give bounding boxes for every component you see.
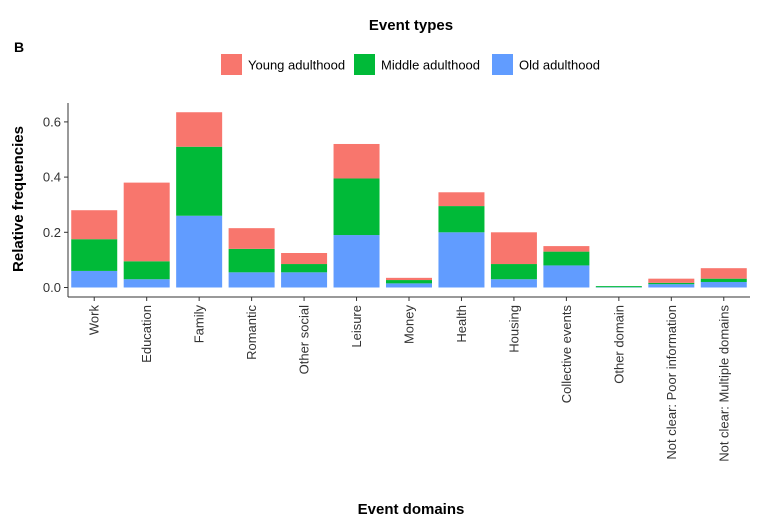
bar-old-adulthood-collective-events bbox=[543, 265, 590, 288]
legend-label: Old adulthood bbox=[519, 58, 600, 73]
bar-middle-adulthood-leisure bbox=[333, 178, 380, 236]
bar-middle-adulthood-collective-events bbox=[543, 251, 590, 266]
legend-item-young-adulthood: Young adulthood bbox=[221, 54, 345, 75]
bar-middle-adulthood-education bbox=[123, 261, 170, 280]
x-tick-label-not-clear-poor-information: Not clear: Poor information bbox=[664, 305, 679, 460]
bar-young-adulthood-collective-events bbox=[543, 246, 590, 252]
legend-swatch bbox=[354, 54, 375, 75]
bar-old-adulthood-romantic bbox=[228, 272, 275, 288]
bar-middle-adulthood-romantic bbox=[228, 248, 275, 273]
legend-item-old-adulthood: Old adulthood bbox=[492, 54, 600, 75]
bar-middle-adulthood-health bbox=[438, 206, 485, 233]
bar-young-adulthood-education bbox=[123, 182, 170, 262]
bar-old-adulthood-not-clear-multiple-domains bbox=[700, 281, 747, 288]
bar-middle-adulthood-work bbox=[71, 239, 118, 271]
y-tick-label: 0.6 bbox=[43, 114, 61, 129]
bar-middle-adulthood-other-social bbox=[281, 264, 328, 273]
bar-old-adulthood-family bbox=[176, 215, 223, 288]
bar-middle-adulthood-other-domain bbox=[595, 286, 642, 288]
bar-middle-adulthood-family bbox=[176, 146, 223, 216]
y-tick-label: 0.4 bbox=[43, 170, 61, 185]
bar-young-adulthood-other-social bbox=[281, 253, 328, 265]
x-tick-label-work: Work bbox=[87, 305, 102, 336]
x-tick-label-other-social: Other social bbox=[297, 305, 312, 374]
bar-young-adulthood-money bbox=[386, 277, 432, 281]
x-tick-label-education: Education bbox=[139, 305, 154, 363]
bar-middle-adulthood-not-clear-multiple-domains bbox=[700, 278, 747, 282]
y-tick-label: 0.0 bbox=[43, 280, 61, 295]
bar-old-adulthood-not-clear-poor-information bbox=[648, 284, 695, 288]
bar-old-adulthood-other-social bbox=[281, 272, 328, 288]
bar-old-adulthood-education bbox=[123, 279, 170, 288]
bar-young-adulthood-family bbox=[176, 112, 223, 147]
bar-young-adulthood-romantic bbox=[228, 228, 275, 249]
x-tick-label-romantic: Romantic bbox=[244, 305, 259, 360]
legend: Young adulthood Middle adulthood Old adult… bbox=[221, 54, 600, 75]
bar-young-adulthood-health bbox=[438, 192, 485, 207]
bar-young-adulthood-housing bbox=[490, 232, 537, 265]
legend-item-middle-adulthood: Middle adulthood bbox=[354, 54, 480, 75]
bar-young-adulthood-not-clear-multiple-domains bbox=[700, 268, 747, 279]
y-tick-label: 0.2 bbox=[43, 225, 61, 240]
bar-old-adulthood-housing bbox=[490, 279, 537, 288]
legend-swatch bbox=[492, 54, 513, 75]
legend-swatch bbox=[221, 54, 242, 75]
bar-young-adulthood-work bbox=[71, 210, 118, 240]
x-tick-label-money: Money bbox=[402, 305, 417, 345]
x-axis-title: Event domains bbox=[358, 501, 465, 518]
bar-old-adulthood-health bbox=[438, 232, 485, 288]
bar-young-adulthood-not-clear-poor-information bbox=[648, 278, 695, 283]
legend-label: Young adulthood bbox=[248, 58, 345, 73]
bar-middle-adulthood-money bbox=[386, 280, 432, 284]
y-axis-title: Relative frequencies bbox=[10, 126, 27, 272]
legend-title: Event types bbox=[369, 17, 453, 34]
bar-old-adulthood-money bbox=[386, 283, 432, 288]
bar-middle-adulthood-not-clear-poor-information bbox=[648, 282, 695, 285]
x-tick-label-health: Health bbox=[454, 305, 469, 343]
x-tick-label-housing: Housing bbox=[506, 305, 521, 353]
x-tick-label-collective-events: Collective events bbox=[559, 305, 574, 404]
bar-middle-adulthood-housing bbox=[490, 264, 537, 280]
x-tick-label-leisure: Leisure bbox=[349, 305, 364, 348]
panel-label: B bbox=[14, 39, 24, 55]
x-tick-label-family: Family bbox=[192, 305, 207, 344]
x-tick-label-other-domain: Other domain bbox=[611, 305, 626, 384]
x-tick-label-not-clear-multiple-domains: Not clear: Multiple domains bbox=[716, 305, 731, 462]
bar-old-adulthood-leisure bbox=[333, 235, 380, 288]
bar-young-adulthood-leisure bbox=[333, 143, 380, 179]
bar-old-adulthood-work bbox=[71, 270, 118, 288]
legend-label: Middle adulthood bbox=[381, 58, 480, 73]
